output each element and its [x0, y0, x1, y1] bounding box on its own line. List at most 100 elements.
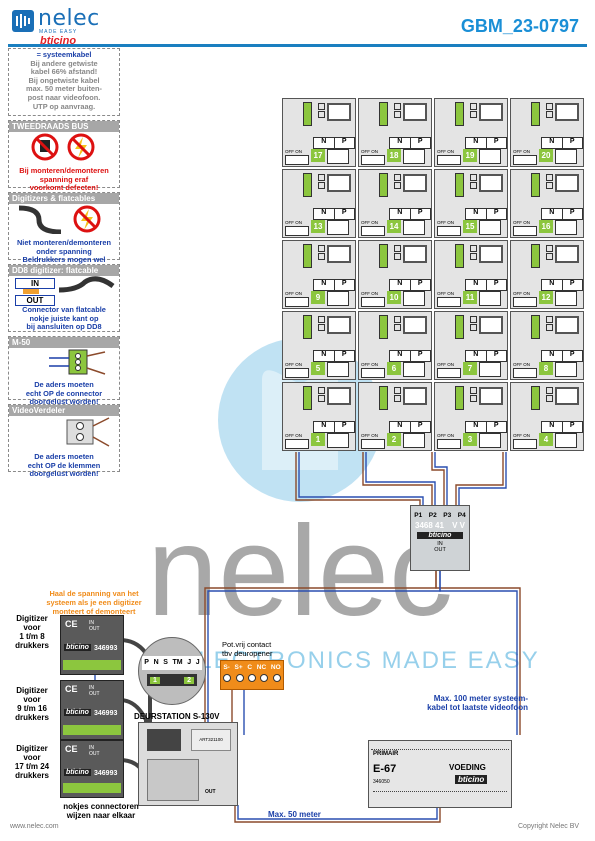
digitizer-1-in: IN: [89, 620, 94, 626]
cable-station-power-b: [237, 805, 438, 820]
address-switch: [437, 439, 461, 449]
col-p: P: [561, 138, 583, 148]
address-box: [403, 220, 425, 235]
digitizer-3-line-2: voor: [23, 753, 41, 762]
address-switch: [361, 297, 385, 307]
flatcables-line-2: onder spanning: [36, 246, 92, 256]
terminal-tm: TM: [172, 659, 183, 666]
flatcable-icon: [18, 205, 62, 235]
switch-label: OFF ON: [361, 149, 378, 154]
distributor-vv: V V: [452, 521, 465, 530]
col-p: P: [409, 138, 431, 148]
monitor-connector: [379, 386, 388, 410]
address-number: 18: [387, 149, 401, 162]
digitizer-3-terminals: [63, 783, 121, 793]
monitor-lock-icon: [394, 174, 401, 181]
digitizer-1-line-1: Digitizer: [16, 614, 48, 623]
systeemkabel-line-5: post naar videofoon.: [27, 92, 101, 102]
address-number: 1: [311, 433, 325, 446]
address-number: 5: [311, 362, 325, 375]
monitor-screen-icon: [479, 103, 503, 121]
col-p: P: [485, 351, 507, 361]
distributor-port-2: P2: [428, 512, 437, 519]
address-box: [479, 149, 501, 164]
col-p: P: [485, 209, 507, 219]
col-p: P: [333, 280, 355, 290]
digitizer-3-in: IN: [89, 745, 94, 751]
relay-terminal-no: NO: [270, 664, 281, 671]
digitizer-2-brand: bticino: [64, 709, 91, 716]
switch-label: OFF ON: [437, 220, 454, 225]
station-terminal-block: 1 2: [147, 674, 197, 686]
col-p: P: [333, 138, 355, 148]
max100-note: Max. 100 meter systeem- kabel tot laatst…: [378, 694, 528, 712]
monitor-key-icon: [394, 111, 401, 118]
nelec-logo: nelec MADE EASY bticino: [12, 6, 122, 47]
cable-dist-power: [435, 568, 521, 735]
digitizer-1-ce: CE: [65, 619, 78, 629]
m50-line-1: De aders moeten: [34, 380, 94, 389]
monitor-lock-icon: [470, 245, 477, 252]
digitizer-label-3: Digitizer voor 17 t/m 24 drukkers: [6, 744, 58, 780]
address-number: 13: [311, 220, 325, 233]
switch-label: OFF ON: [285, 362, 302, 367]
dd8-flatcable-icon: [58, 276, 115, 293]
monitor-screen-icon: [327, 387, 351, 405]
m50-line-3: doorgelust worden!: [29, 397, 99, 407]
col-p: P: [561, 280, 583, 290]
switch-label: OFF ON: [285, 291, 302, 296]
col-p: P: [333, 351, 355, 361]
monitor-lock-icon: [546, 245, 553, 252]
monitor-connector: [531, 244, 540, 268]
videoverdeler-title: VideoVerdeler: [9, 405, 119, 416]
col-n: N: [473, 209, 479, 216]
digitizer-module-1: CE IN OUT bticino 346993: [60, 615, 124, 675]
col-p: P: [561, 351, 583, 361]
digitizer-1-terminals: [63, 660, 121, 670]
address-switch: [437, 226, 461, 236]
tweedraads-line-3: voorkomt defecten!: [29, 183, 99, 193]
station-terminal-labels: P N S TM J J: [142, 656, 202, 670]
col-p: P: [333, 422, 355, 432]
switch-label: OFF ON: [437, 149, 454, 154]
doc-id: GBM_23-0797: [460, 16, 579, 36]
monitor-screen-icon: [327, 316, 351, 334]
monitor-screen-icon: [555, 103, 579, 121]
nokjes-line-1: nokjes connectoren: [63, 802, 139, 811]
address-switch: [285, 155, 309, 165]
monitor-connector: [455, 102, 464, 126]
address-box: [555, 220, 577, 235]
address-box: [327, 362, 349, 377]
address-box: [555, 433, 577, 448]
switch-label: OFF ON: [361, 220, 378, 225]
col-n: N: [549, 422, 555, 429]
cable-grid-p1b: [298, 452, 424, 512]
address-number: 8: [539, 362, 553, 375]
address-box: [327, 291, 349, 306]
monitor-screen-icon: [479, 387, 503, 405]
monitor-key-icon: [546, 324, 553, 331]
dd8-line-2: nokje juiste kant op: [29, 313, 99, 323]
distributor-port-3: P3: [443, 512, 452, 519]
door-station: ART321100 OUT: [138, 722, 238, 806]
digitizer-1-out: OUT: [89, 626, 100, 632]
col-p: P: [409, 351, 431, 361]
m50-line-2: echt OP de connector: [25, 388, 103, 398]
systeemkabel-line-1: Bij andere getwiste: [30, 58, 98, 68]
station-camera-module: [147, 729, 181, 751]
monitor-key-icon: [394, 253, 401, 260]
switch-label: OFF ON: [437, 433, 454, 438]
monitor-connector: [303, 173, 312, 197]
monitor-screen-icon: [555, 387, 579, 405]
